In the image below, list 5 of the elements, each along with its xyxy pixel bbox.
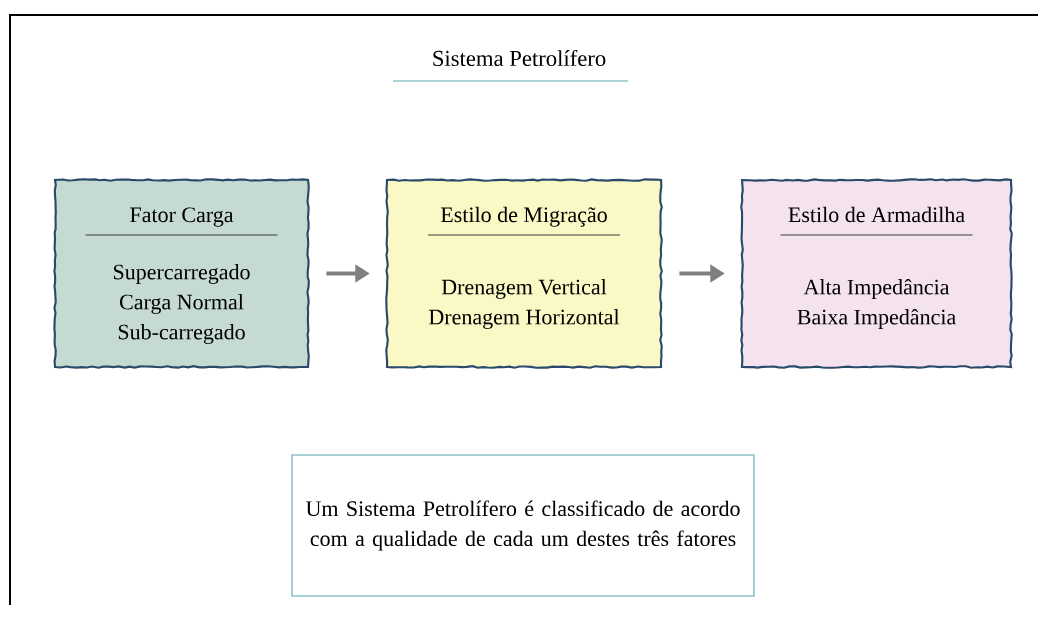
- category-box: Estilo de Armadilha Alta Impedância Baixa Impedância: [740, 178, 1013, 369]
- category-box: Estilo de Migração Drenagem Vertical Drenagem Horizontal: [385, 178, 663, 369]
- category-box: Fator Carga Supercarregado Carga Normal Sub-carregado: [53, 178, 310, 369]
- title: Sistema Petrolífero: [433, 49, 606, 67]
- note-box: Um Sistema Petrolífero é classificado de acordo com a qualidade de cada um destes três fatores: [291, 454, 755, 597]
